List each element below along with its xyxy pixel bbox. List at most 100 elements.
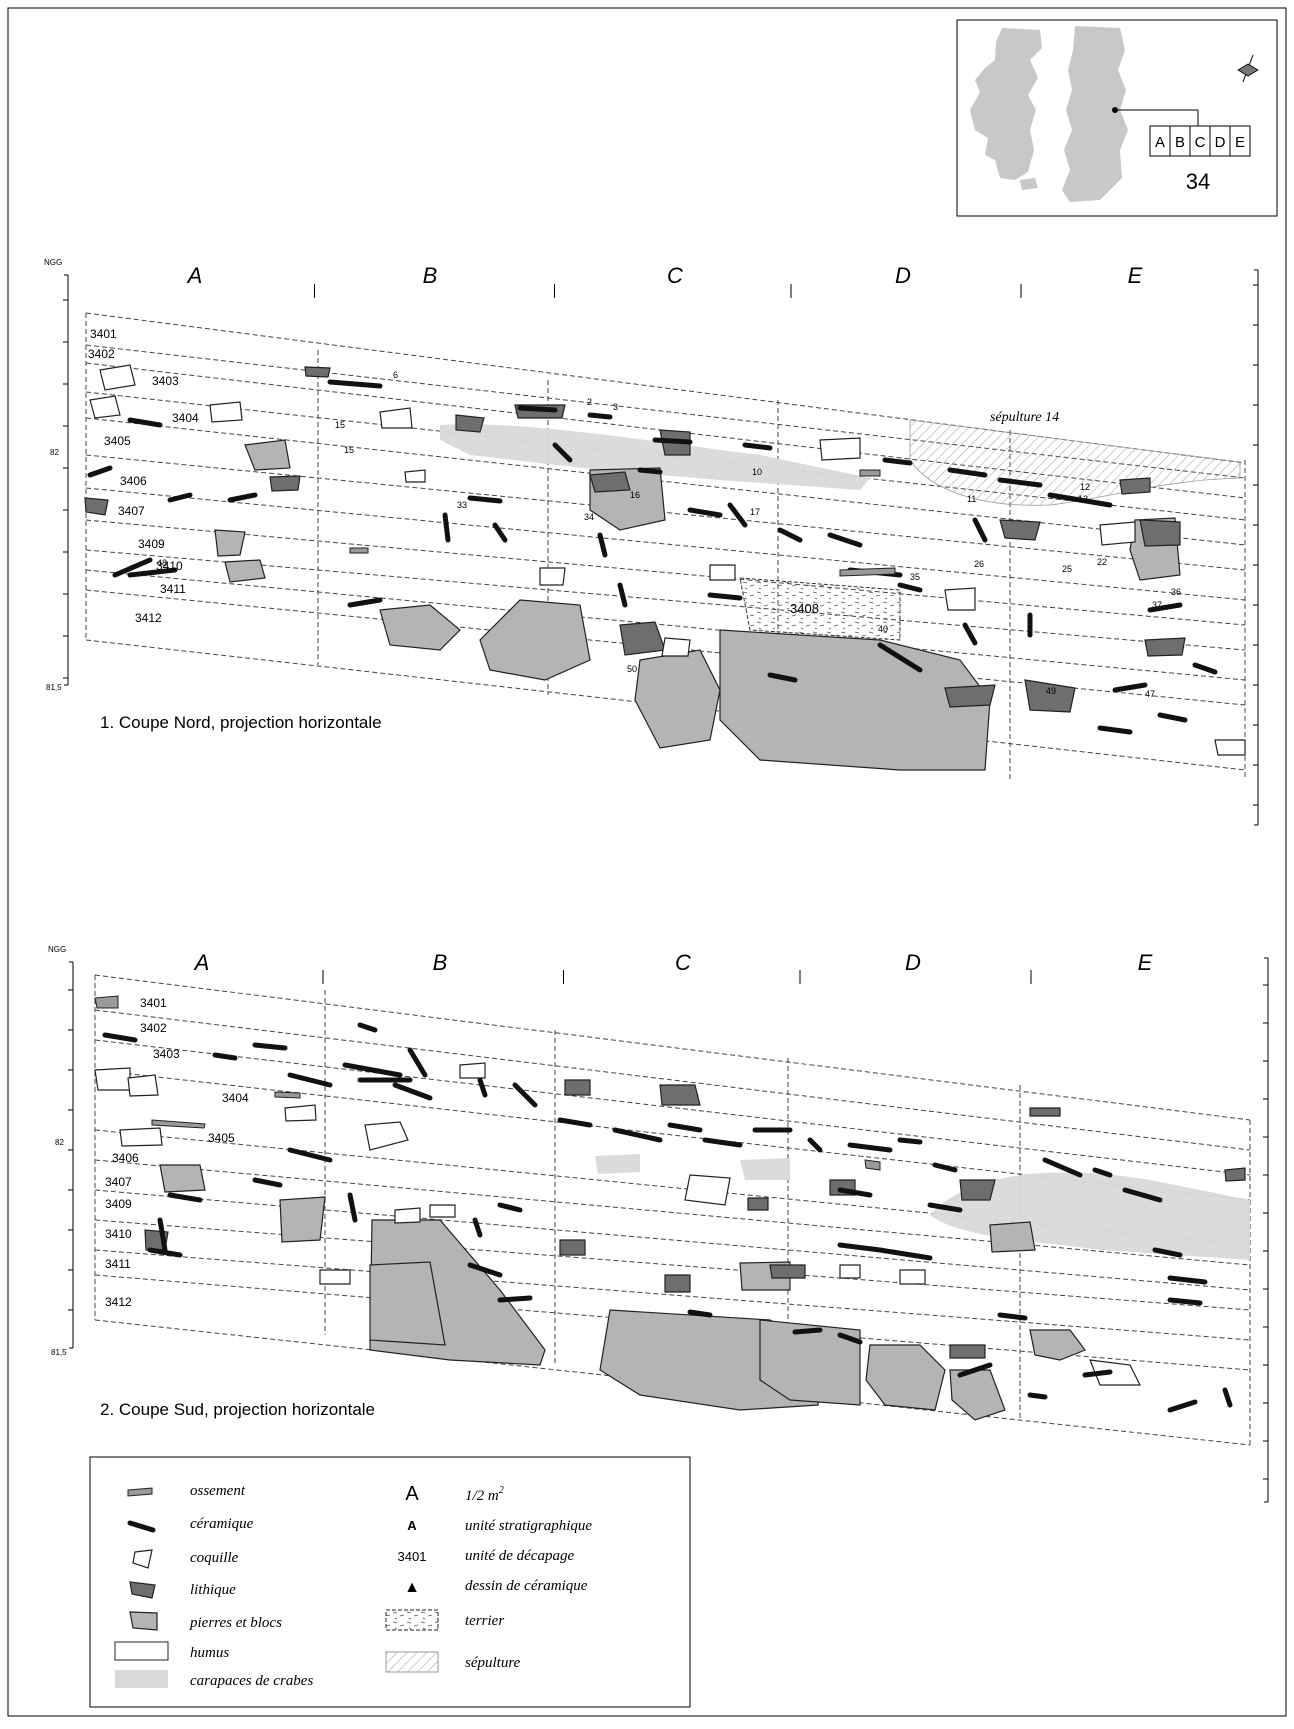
unit-label: 3404: [222, 1091, 249, 1105]
shell: [944, 587, 976, 611]
scale-mark-82: 82: [55, 1138, 64, 1147]
shell: [379, 407, 413, 429]
unit-label: 3405: [104, 434, 131, 448]
shell: [839, 1264, 861, 1279]
shell: [459, 1062, 486, 1079]
lithic: [1224, 1167, 1246, 1182]
stone: [865, 1344, 946, 1411]
scale-mark-82: 82: [50, 448, 59, 457]
unit-label: 3407: [105, 1175, 132, 1189]
inset-square-label: A: [1155, 134, 1165, 151]
unit-label: 3402: [88, 347, 115, 361]
shell: [209, 401, 243, 423]
lithic: [664, 1274, 691, 1293]
burial-icon: [385, 1651, 439, 1673]
bone: [94, 995, 119, 1009]
square-label: D: [905, 950, 921, 975]
lithic: [769, 1264, 806, 1279]
legend-label-decapage: unité de décapage: [465, 1548, 574, 1564]
pottery-drawing-number: 2: [587, 397, 592, 407]
shell: [1214, 739, 1246, 756]
pottery-drawing-number: 12: [1080, 482, 1090, 492]
burial-zone: [909, 419, 1241, 506]
legend-decapage-symbol: 3401: [398, 1549, 427, 1564]
unit-label: 3401: [90, 327, 117, 341]
unit-label: 3409: [105, 1197, 132, 1211]
scale-mark-815: 81,5: [51, 1348, 67, 1357]
inset-square: [1229, 125, 1251, 157]
stone: [224, 559, 266, 583]
stone-icon: [129, 1611, 158, 1631]
legend-label: humus: [190, 1645, 229, 1661]
inset-square-label: B: [1175, 134, 1185, 151]
unit-label: 3412: [135, 611, 162, 625]
pottery-drawing-number: 48: [157, 558, 167, 568]
elevation-label: NGG: [44, 258, 62, 267]
unit-label: 3404: [172, 411, 199, 425]
lithic-icon: [129, 1581, 156, 1599]
caption-south: 2. Coupe Sud, projection horizontale: [100, 1400, 375, 1419]
lithic: [1144, 637, 1186, 657]
shell: [661, 637, 691, 657]
legend-label: ossement: [190, 1483, 246, 1499]
bone: [864, 1159, 881, 1171]
pottery-drawing-number: 22: [1097, 557, 1107, 567]
pottery-drawing-number: 49: [1046, 686, 1056, 696]
square-label: E: [1128, 263, 1143, 288]
shell: [1099, 521, 1136, 546]
legend-label-pottery: dessin de céramique: [465, 1578, 588, 1594]
shell: [1089, 1359, 1141, 1386]
lithic: [84, 497, 109, 516]
shell: [284, 1104, 317, 1122]
stone: [159, 1164, 206, 1193]
shell: [539, 567, 566, 586]
lithic: [944, 684, 996, 708]
pottery-drawing-number: 50: [627, 664, 637, 674]
shell: [119, 1127, 163, 1147]
lithic: [559, 1239, 586, 1256]
shell: [429, 1204, 456, 1218]
stone: [1029, 1329, 1086, 1361]
shell: [89, 395, 121, 419]
bone: [859, 469, 881, 477]
unit-label: 3401: [140, 996, 167, 1010]
bone: [274, 1091, 301, 1099]
large-stone: [759, 1319, 861, 1406]
scale-mark-815: 81,5: [46, 683, 62, 692]
lithic: [659, 1084, 701, 1106]
unit-label: 3402: [140, 1021, 167, 1035]
pottery-drawing-number: 33: [457, 500, 467, 510]
burial-label: sépulture 14: [990, 410, 1059, 425]
stone: [379, 604, 461, 651]
bone: [349, 547, 369, 554]
legend-label: coquille: [190, 1550, 239, 1566]
lithic: [304, 366, 331, 378]
square-label: E: [1138, 950, 1153, 975]
pottery-drawing-number: 26: [974, 559, 984, 569]
unit-label: 3410: [105, 1227, 132, 1241]
legend-unit-symbol: A: [407, 1518, 417, 1533]
legend-label: céramique: [190, 1516, 254, 1532]
legend-label: lithique: [190, 1582, 236, 1598]
caption-north: 1. Coupe Nord, projection horizontale: [100, 713, 382, 732]
crab-icon: [115, 1670, 168, 1688]
lithic: [1139, 519, 1181, 547]
burrow-3408: [739, 577, 901, 641]
unit-label: 3412: [105, 1295, 132, 1309]
north-arrow-icon: [1237, 54, 1259, 83]
unit-label: 3409: [138, 537, 165, 551]
legend-square-symbol: A: [405, 1483, 419, 1505]
legend-label-half-m2: 1/2 m2: [465, 1485, 504, 1504]
inset-square-label: C: [1195, 134, 1206, 151]
bone: [839, 567, 896, 577]
shell: [99, 364, 136, 391]
ceramic-sherds: [87, 379, 1218, 735]
lithic: [1119, 477, 1151, 495]
stone: [989, 1221, 1036, 1253]
large-stone: [634, 649, 721, 749]
lithic: [1029, 1107, 1061, 1117]
pottery-drawing-number: 11: [967, 494, 976, 504]
lithic: [949, 1344, 986, 1359]
